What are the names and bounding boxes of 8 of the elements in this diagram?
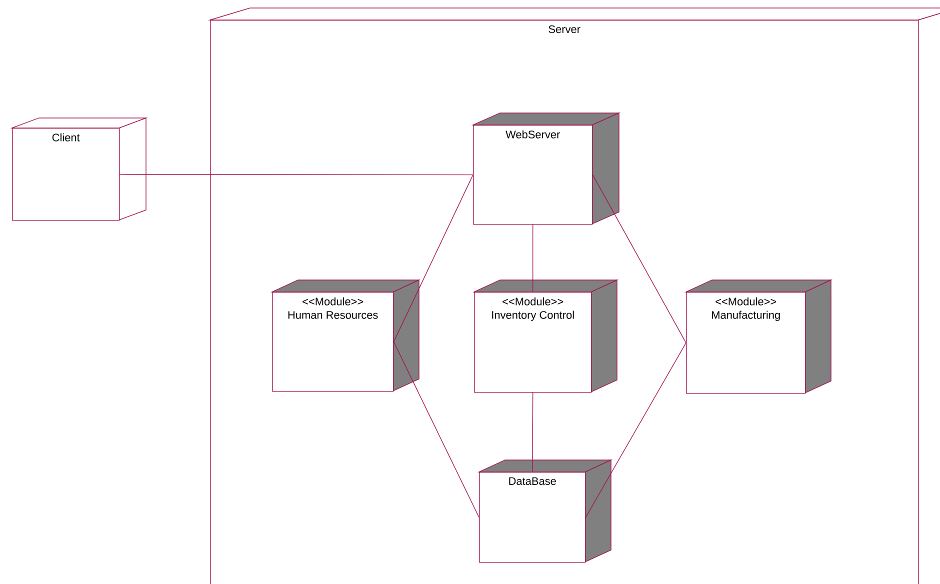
connector-line [585, 342, 686, 518]
connector-line [119, 174, 474, 176]
connector-line [393, 341, 480, 518]
connector-line [393, 174, 474, 342]
connector-line [592, 174, 686, 344]
node-label: Server [548, 25, 580, 34]
connector-line [532, 392, 534, 472]
connector-line [532, 224, 534, 292]
